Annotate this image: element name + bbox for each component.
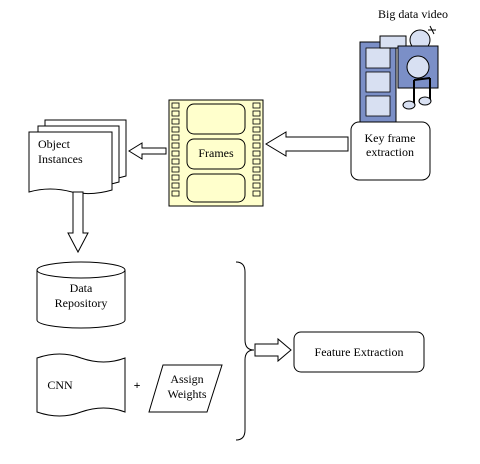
grouping-brace [235,261,255,441]
data-repository-line1: Data [70,281,93,295]
film-sprockets-left [171,102,180,197]
film-sprocket-hole [252,174,261,181]
film-sprocket-hole [252,190,261,197]
feature-extraction-box: Feature Extraction [293,331,425,373]
film-sprocket-hole [252,182,261,189]
cylinder-body [36,270,126,329]
film-sprocket-hole [171,166,180,173]
video-clipart-icon [359,25,439,123]
projector-top [379,35,407,49]
film-strip-frame [365,47,391,69]
film-sprocket-hole [171,134,180,141]
feature-extraction-label: Feature Extraction [315,345,404,359]
film-sprocket-hole [171,190,180,197]
projector-lens-icon [406,55,430,79]
film-frame-bottom [186,173,246,203]
film-sprocket-hole [252,126,261,133]
film-sprocket-hole [171,118,180,125]
film-strip-frame [365,71,391,93]
document-front [28,131,113,195]
assign-weights-parallelogram: Assign Weights [148,364,223,413]
parallelogram-shape [148,364,223,413]
keyframe-label-line1: Key frame [365,131,416,145]
film-sprocket-hole [171,142,180,149]
projector-icon [379,25,439,89]
film-sprocket-hole [171,174,180,181]
frames-film-strip: Frames [168,99,264,207]
assign-weights-line1: Assign [170,372,203,386]
music-note-stems [413,77,431,104]
film-sprocket-hole [252,150,261,157]
film-sprocket-hole [252,142,261,149]
projector-spokes [428,25,436,35]
music-note-icon [402,77,432,110]
assign-weights-line2: Weights [167,387,206,401]
arrow-keyframe-to-frames [265,131,349,157]
film-sprocket-hole [252,134,261,141]
data-repository-cylinder: Data Repository [36,261,126,329]
film-sprocket-hole [171,126,180,133]
music-note-head [402,100,416,110]
keyframe-label-line2: extraction [366,145,414,159]
cnn-label: CNN [47,378,73,392]
object-instances-line1: Object [38,137,71,151]
film-sprocket-hole [252,166,261,173]
film-sprocket-hole [171,110,180,117]
keyframe-extraction-box: Key frame extraction [350,121,431,181]
object-instances-line2: Instances [38,152,83,166]
arrow-to-feature-extraction [254,337,292,363]
feature-extraction-shape [293,331,425,373]
data-repository-line2: Repository [55,296,108,310]
cnn-tape-shape: CNN [36,353,126,417]
film-sprocket-hole [252,158,261,165]
film-frame-top [186,103,246,135]
frames-label: Frames [198,146,234,160]
cnn-shape [36,353,126,417]
music-note-head [418,96,432,106]
film-strip-icon [359,41,397,123]
film-sprocket-hole [171,102,180,109]
film-sprocket-hole [171,182,180,189]
keyframe-box-shape [350,121,431,181]
film-sprocket-hole [171,150,180,157]
film-sprockets-right [252,102,261,197]
plus-sign: + [134,378,141,392]
film-strip-frame [365,95,391,117]
big-data-video-label: Big data video [378,7,448,21]
film-sprocket-hole [171,158,180,165]
object-instances-docs: Object Instances [28,119,127,195]
film-sprocket-hole [252,118,261,125]
film-frame-middle [186,138,246,170]
film-sprocket-hole [252,110,261,117]
film-sprocket-hole [252,102,261,109]
arrow-frames-to-objects [128,142,167,160]
cylinder-top [36,261,126,279]
arrow-objects-to-repository [67,191,89,254]
